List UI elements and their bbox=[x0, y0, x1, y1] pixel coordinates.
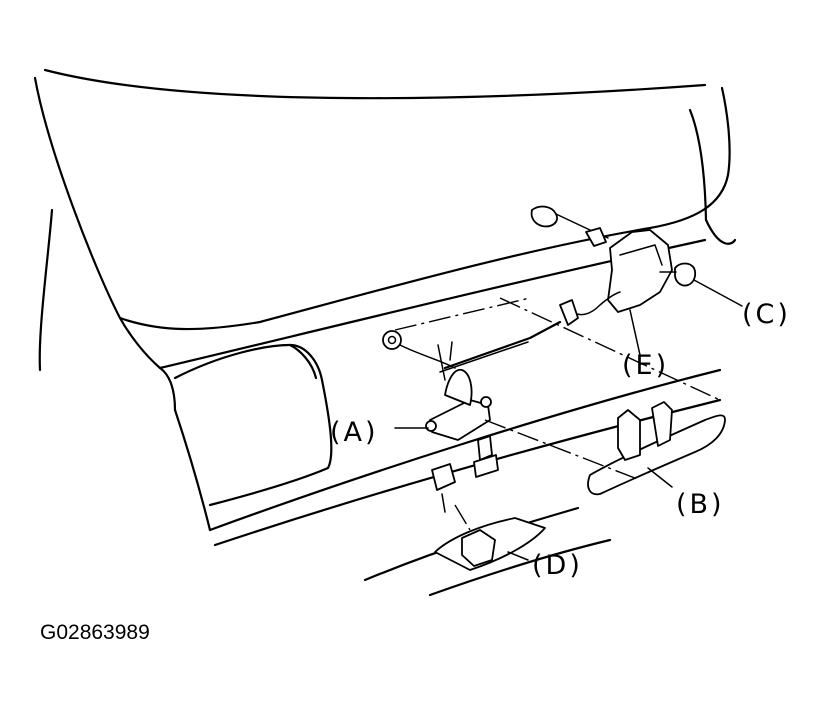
vehicle-body-outline bbox=[33, 68, 737, 597]
bolts-and-lamp bbox=[431, 435, 546, 571]
figure-id: G02863989 bbox=[40, 621, 150, 644]
callout-label-d: (D) bbox=[532, 550, 583, 581]
callout-label-e: (E) bbox=[622, 350, 669, 381]
lock-actuator bbox=[530, 205, 697, 326]
callout-label-a: (A) bbox=[330, 417, 379, 448]
tailgate-handle bbox=[587, 401, 726, 496]
callout-leaders bbox=[394, 279, 743, 561]
latch-assembly bbox=[382, 320, 562, 441]
callout-label-c: (C) bbox=[742, 299, 791, 330]
assembly-guide-lines bbox=[394, 297, 721, 531]
callout-label-b: (B) bbox=[676, 489, 725, 520]
